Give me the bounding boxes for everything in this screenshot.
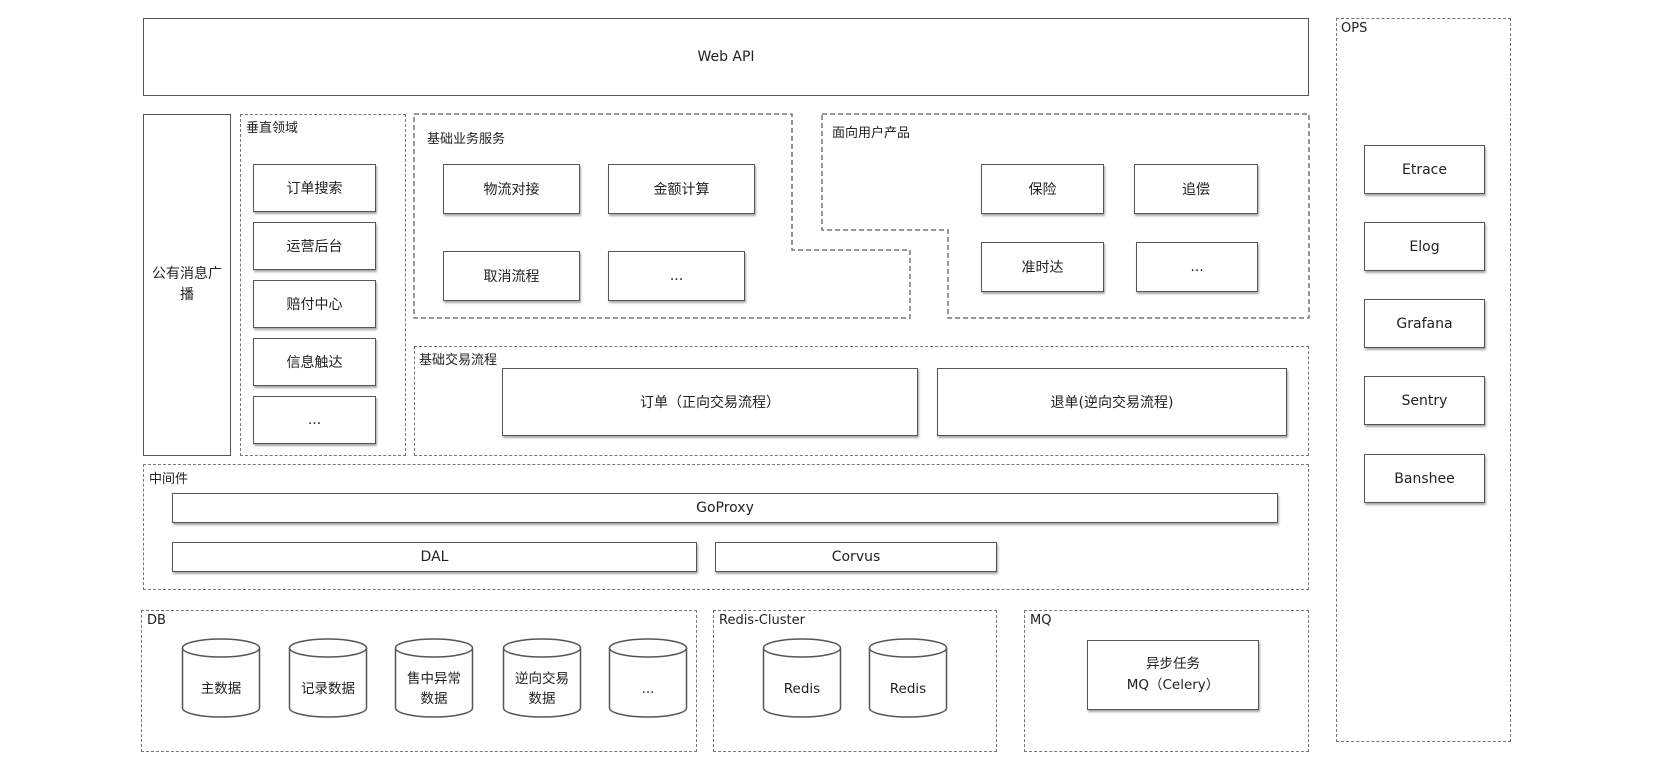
ops-item: Sentry [1364,376,1485,425]
dal-bar: DAL [172,542,697,572]
ops-title: OPS [1341,21,1368,36]
db-cylinder: ... [608,638,688,720]
user-product-item: 保险 [981,164,1104,214]
vertical-item: ... [253,396,376,444]
cylinder-shape [502,638,582,718]
user-product-title: 面向用户产品 [832,126,911,141]
user-product-item: 追偿 [1134,164,1258,214]
db-title: DB [147,613,166,628]
cylinder-shape [868,638,948,718]
vertical-item: 订单搜索 [253,164,376,212]
public-broadcast-box: 公有消息广 播 [143,114,231,456]
cylinder-shape [181,638,261,718]
trade-flow-item: 退单(逆向交易流程) [937,368,1287,436]
db-cylinder: 逆向交易 数据 [502,638,582,720]
goproxy-bar: GoProxy [172,493,1278,523]
ops-group: OPS [1336,18,1511,742]
db-cylinder-label: ... [641,681,655,697]
basic-service-item: ... [608,251,745,301]
cylinder-shape [394,638,474,718]
redis-cylinder: Redis [868,638,948,720]
ops-item: Etrace [1364,145,1485,194]
vertical-item: 信息触达 [253,338,376,386]
redis-cylinder-label: Redis [783,681,821,697]
vertical-domain-group: 垂直领域 [240,114,406,456]
db-cylinder: 售中异常 数据 [394,638,474,720]
middleware-title: 中间件 [149,472,189,487]
redis-cylinder-label: Redis [889,681,927,697]
vertical-domain-title: 垂直领域 [246,121,299,136]
ops-item: Grafana [1364,299,1485,348]
corvus-bar: Corvus [715,542,997,572]
db-cylinder: 记录数据 [288,638,368,720]
web-api-layer: Web API [143,18,1309,96]
mq-title: MQ [1030,613,1052,628]
trade-flow-item: 订单（正向交易流程） [502,368,918,436]
basic-service-item: 物流对接 [443,164,580,214]
user-product-item: 准时达 [981,242,1104,292]
db-cylinder: 主数据 [181,638,261,720]
middleware-group: 中间件 [143,464,1309,590]
db-cylinder-label: 逆向交易 数据 [515,671,569,707]
public-broadcast-label: 公有消息广 播 [152,266,222,303]
cylinder-shape [608,638,688,718]
trade-flow-title: 基础交易流程 [419,353,498,368]
basic-service-item: 取消流程 [443,251,580,301]
db-cylinder-label: 售中异常 数据 [407,671,461,707]
basic-service-outline [413,113,911,319]
redis-cluster-title: Redis-Cluster [719,613,805,628]
trade-flow-group: 基础交易流程 [414,346,1309,456]
mq-celery-box: 异步任务 MQ（Celery） [1087,640,1259,710]
vertical-item: 运营后台 [253,222,376,270]
db-group: DB [141,610,697,752]
db-cylinder-label: 记录数据 [301,681,355,697]
web-api-label: Web API [697,49,755,65]
cylinder-shape [288,638,368,718]
user-product-item: ... [1136,242,1258,292]
user-product-outline [821,113,1310,319]
basic-service-item: 金额计算 [608,164,755,214]
db-cylinder-label: 主数据 [200,681,242,697]
ops-item: Banshee [1364,454,1485,503]
mq-group: MQ [1024,610,1309,752]
vertical-item: 赔付中心 [253,280,376,328]
basic-service-title: 基础业务服务 [427,132,506,147]
redis-cluster-group: Redis-Cluster [713,610,997,752]
redis-cylinder: Redis [762,638,842,720]
cylinder-shape [762,638,842,718]
ops-item: Elog [1364,222,1485,271]
